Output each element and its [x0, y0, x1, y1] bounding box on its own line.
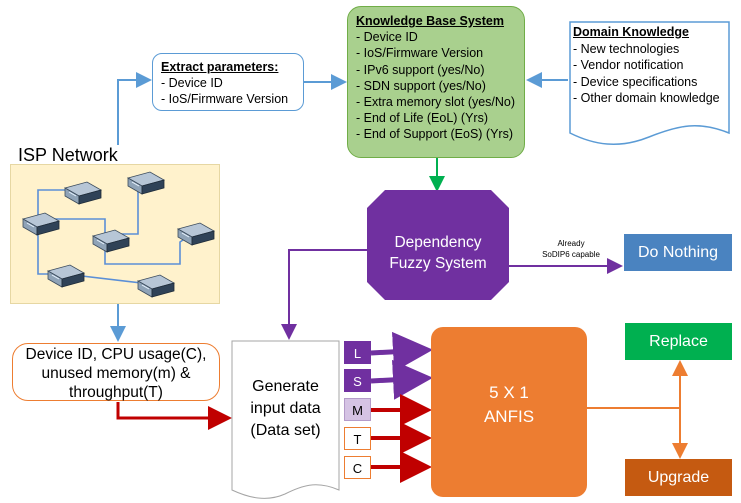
dependency-to-generate-arrow [281, 249, 368, 340]
kb-title: Knowledge Base System [356, 14, 504, 28]
knowledge-base-box: Knowledge Base System - Device ID - IoS/… [347, 6, 525, 158]
device-metrics-line: unused memory(m) & [41, 365, 191, 382]
kb-item: - Device ID [356, 30, 418, 45]
isp-to-extract-arrow [117, 72, 152, 145]
input-s-arrow [370, 359, 433, 400]
router-icon [137, 274, 175, 298]
router-icon [47, 264, 85, 288]
generate-line: Generate [252, 378, 319, 395]
input-l-arrow [370, 331, 433, 372]
metrics-to-generate-arrow [116, 402, 232, 430]
input-m-box: M [344, 398, 371, 421]
kb-item: - End of Life (EoL) (Yrs) [356, 111, 488, 126]
input-t-box: T [344, 427, 371, 450]
device-metrics-box: Device ID, CPU usage(C), unused memory(m… [12, 343, 220, 401]
anfis-line: ANFIS [483, 407, 535, 426]
domain-item: - Other domain knowledge [573, 91, 720, 105]
isp-network-label: ISP Network [18, 145, 118, 165]
extract-parameters-box: Extract parameters: - Device ID - IoS/Fi… [152, 53, 304, 111]
dependency-fuzzy-shape [367, 190, 509, 300]
extract-title: Extract parameters: [161, 60, 279, 74]
generate-line: (Data set) [250, 422, 321, 439]
router-icon [127, 171, 165, 195]
domain-knowledge-box: Domain Knowledge - New technologies - Ve… [573, 24, 729, 107]
device-metrics-line: Device ID, CPU usage(C), [25, 346, 207, 363]
anfis-line: 5 X 1 [489, 383, 529, 402]
kb-item: - Extra memory slot (yes/No) [356, 95, 516, 110]
do-nothing-box: Do Nothing [624, 234, 732, 271]
domain-item: - New technologies [573, 41, 680, 56]
replace-box: Replace [625, 323, 732, 360]
kb-item: - IoS/Firmware Version [356, 46, 484, 61]
network-links [37, 184, 196, 285]
kb-item: - SDN support (yes/No) [356, 78, 486, 93]
upgrade-box: Upgrade [625, 459, 732, 496]
input-s-box: S [344, 369, 371, 392]
router-icon [64, 181, 102, 205]
router-icon [177, 222, 215, 246]
already-capable-label: Already SoDIP6 capable [528, 238, 614, 260]
extract-item: - Device ID [161, 76, 223, 90]
kb-item: - End of Support (EoS) (Yrs) [356, 127, 514, 142]
extract-item: - IoS/Firmware Version [161, 92, 289, 106]
domain-knowledge-shape [569, 21, 730, 145]
input-c-box: C [344, 456, 371, 479]
dependency-fuzzy-box: Dependency Fuzzy System [367, 232, 509, 274]
kb-item: - IPv6 support (yes/No) [356, 62, 485, 77]
already-line: Already [557, 239, 585, 248]
network-topology [22, 171, 215, 298]
anfis-box: 5 X 1 ANFIS [431, 327, 587, 497]
dependency-line: Fuzzy System [389, 255, 487, 272]
dependency-line: Dependency [394, 234, 482, 251]
domain-item: - Vendor notification [573, 58, 684, 72]
domain-item: - Device specifications [573, 74, 698, 89]
router-icon [22, 212, 60, 236]
domain-title: Domain Knowledge [573, 25, 689, 39]
already-line: SoDIP6 capable [542, 250, 600, 259]
generate-line: input data [250, 400, 321, 417]
device-metrics-line: throughput(T) [69, 384, 163, 401]
generate-input-box: Generate input data (Data set) [232, 376, 339, 442]
generate-input-shape [231, 340, 340, 499]
input-l-box: L [344, 341, 371, 364]
